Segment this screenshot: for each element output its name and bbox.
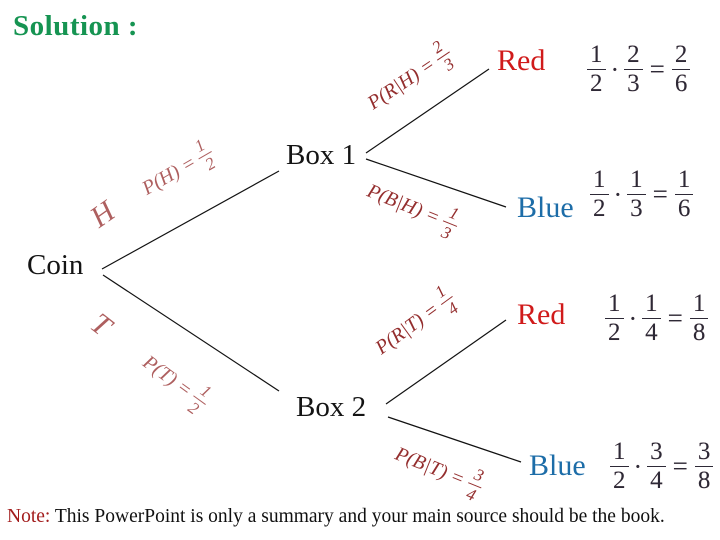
fraction-denominator: 4	[650, 467, 663, 495]
fraction-denominator: 2	[590, 70, 603, 98]
fraction-denominator: 3	[630, 195, 643, 223]
branch-line-h	[101, 170, 280, 270]
branch-line-box2-blue	[387, 416, 522, 463]
equals-sign: =	[667, 303, 683, 334]
page-title: Solution :	[13, 10, 139, 42]
leaf-red-box2: Red	[517, 298, 566, 331]
fraction-denominator: 8	[692, 319, 706, 347]
calc-result-fraction: 1 6	[674, 166, 694, 223]
multiply-dot: ·	[610, 54, 620, 84]
branch-line-box2-red	[385, 319, 507, 405]
fraction-denominator: 3	[627, 70, 640, 98]
tree-node-box2: Box 2	[296, 391, 367, 423]
fraction-numerator: 1	[674, 166, 694, 196]
calc-result-fraction: 1 8	[689, 290, 709, 347]
calc-fraction: 1 2	[590, 166, 609, 223]
footer-note: Note: This PowerPoint is only a summary …	[7, 506, 665, 528]
fraction-numerator: 1	[590, 166, 609, 196]
fraction-numerator: 1	[689, 290, 709, 320]
fraction-numerator: 2	[671, 41, 691, 71]
branch-line-box1-red	[365, 68, 490, 154]
fraction-denominator: 2	[593, 195, 606, 223]
branch-line-t	[102, 274, 280, 392]
calc-fraction: 1 2	[610, 438, 629, 495]
equals-sign: =	[672, 451, 688, 482]
leaf-blue-box2: Blue	[529, 449, 586, 482]
fraction-numerator: 1	[642, 290, 661, 320]
fraction-numerator: 2	[624, 41, 643, 71]
calc-fraction: 1 3	[627, 166, 646, 223]
equals-sign: =	[649, 54, 665, 85]
calc-result-fraction: 3 8	[694, 438, 714, 495]
fraction-numerator: 1	[627, 166, 646, 196]
equals-sign: =	[652, 179, 668, 210]
fraction-denominator: 4	[645, 319, 658, 347]
fraction-denominator: 6	[677, 195, 691, 223]
leaf-blue-box1: Blue	[517, 191, 574, 224]
calc-fraction: 2 3	[624, 41, 643, 98]
multiply-dot: ·	[613, 179, 623, 209]
calc-row-box2-red: 1 2 · 1 4 = 1 8	[605, 290, 709, 347]
calc-row-box1-blue: 1 2 · 1 3 = 1 6	[590, 166, 694, 223]
calc-fraction: 1 4	[642, 290, 661, 347]
fraction-numerator: 1	[605, 290, 624, 320]
multiply-dot: ·	[633, 451, 643, 481]
fraction-numerator: 1	[587, 41, 606, 71]
tree-node-box1: Box 1	[286, 139, 357, 171]
calc-fraction: 1 2	[605, 290, 624, 347]
calc-row-box1-red: 1 2 · 2 3 = 2 6	[587, 41, 691, 98]
leaf-red-box1: Red	[497, 44, 546, 77]
tree-root-coin: Coin	[27, 249, 84, 281]
fraction-denominator: 2	[613, 467, 626, 495]
fraction-numerator: 1	[610, 438, 629, 468]
multiply-dot: ·	[628, 303, 638, 333]
fraction-numerator: 3	[694, 438, 714, 468]
calc-row-box2-blue: 1 2 · 3 4 = 3 8	[610, 438, 714, 495]
fraction-denominator: 2	[608, 319, 621, 347]
fraction-denominator: 6	[674, 70, 688, 98]
calc-fraction: 1 2	[587, 41, 606, 98]
fraction-denominator: 8	[697, 467, 711, 495]
fraction-numerator: 3	[647, 438, 666, 468]
calc-fraction: 3 4	[647, 438, 666, 495]
calc-result-fraction: 2 6	[671, 41, 691, 98]
note-prefix: Note:	[7, 506, 51, 527]
branch-line-box1-blue	[365, 158, 507, 208]
note-body: This PowerPoint is only a summary and yo…	[50, 506, 665, 527]
